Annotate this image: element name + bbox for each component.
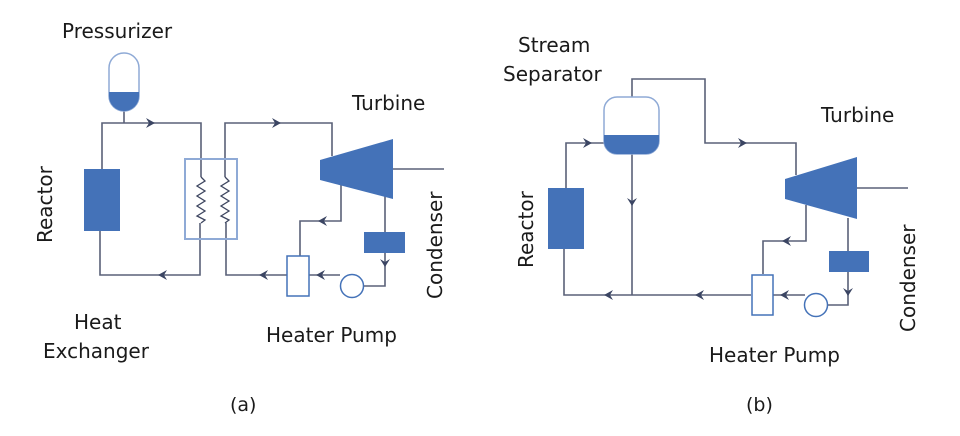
turbine-label-a: Turbine [351,91,425,115]
flow-arrow-left-icon [318,216,327,226]
pump-a [339,273,365,299]
stream-separator [603,96,660,155]
flow-arrow-left-icon [780,290,789,300]
flow-arrow-right-icon [272,118,281,128]
flow-arrow-down-icon [627,198,637,206]
steam-line-b [631,78,797,175]
flow-arrow-right-icon [146,118,155,128]
feedwater-heater-a [286,255,310,297]
turbine-a [320,139,393,199]
condenser-to-pump-a [364,252,386,287]
pump-b [803,292,829,318]
reactor-a [84,169,120,231]
heat-exchanger-coil-primary [195,176,207,224]
steam-line-a [224,122,333,177]
primary-cold-leg [99,223,201,276]
separator-label-line1: Stream [518,33,590,57]
flow-arrow-left-icon [782,236,791,246]
turbine-label-b: Turbine [820,103,894,127]
flow-arrow-down-icon [843,288,853,296]
pressurizer-label: Pressurizer [62,19,173,43]
flow-arrow-left-icon [158,270,167,280]
condenser-label-b: Condenser [896,224,920,332]
flow-arrow-left-icon [604,290,613,300]
turbine-extraction-b [762,205,807,274]
heat-exchanger-label-line2: Exchanger [43,339,150,363]
separator-label-line2: Separator [503,62,603,86]
condenser-b [829,251,869,272]
turbine-b [785,157,857,219]
condenser-label-a: Condenser [423,191,447,299]
reactor-label-a: Reactor [33,165,57,243]
reactor-b [548,188,584,249]
pressurizer [108,52,140,112]
heat-exchanger-label-line1: Heat [74,310,122,334]
caption-a: (a) [230,394,256,416]
feedwater-heater-b [751,274,774,316]
heat-exchanger [184,158,238,240]
flow-arrow-left-icon [695,290,704,300]
flow-arrow-right-icon [583,138,592,148]
condenser-to-pump-b [828,272,849,306]
heater-pump-label-a: Heater Pump [266,323,397,347]
reactor-label-b: Reactor [514,190,538,268]
flow-arrow-left-icon [316,270,325,280]
flow-arrow-down-icon [380,259,390,267]
flow-arrow-right-icon [738,138,747,148]
panel-b: Stream Separator Turbine Reactor Condens… [503,33,920,416]
heat-exchanger-coil-secondary [219,176,231,224]
flow-arrow-left-icon [259,270,268,280]
feedwater-return-a [225,223,287,276]
reactor-to-separator [565,142,604,188]
panel-a: Pressurizer Turbine Reactor Condenser He… [33,19,447,416]
primary-hot-leg [101,122,202,177]
condenser-a [364,232,405,253]
feedwater-return-b [563,249,692,296]
heater-pump-label-b: Heater Pump [709,343,840,367]
caption-b: (b) [746,394,773,416]
